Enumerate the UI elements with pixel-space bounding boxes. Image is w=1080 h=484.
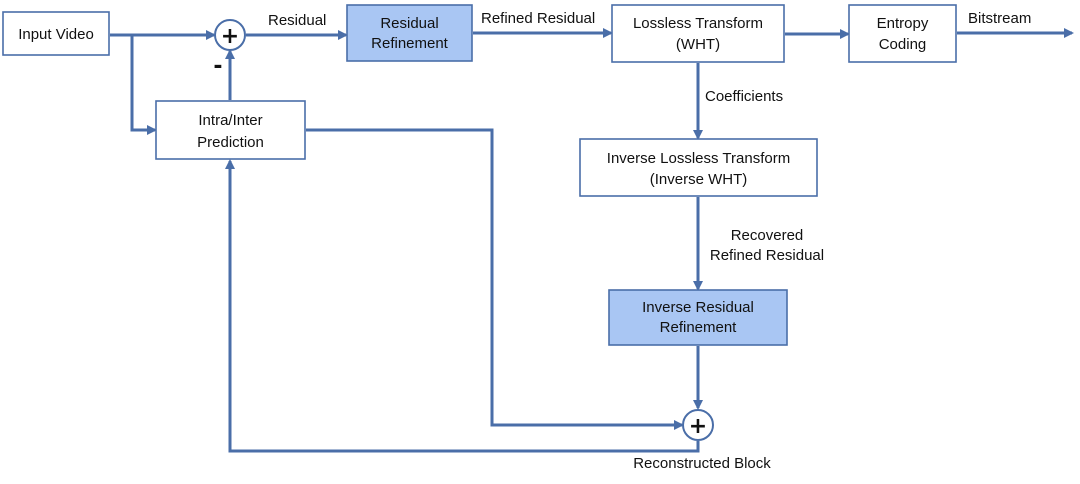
inverse-residual-refinement-block: Inverse Residual Refinement	[608, 289, 788, 346]
inverse-lossless-transform-label-line1: Inverse Lossless Transform	[607, 150, 790, 167]
reconstruction-sum-plus-sign: +	[689, 414, 707, 439]
entropy-coding-label-line1: Entropy	[877, 15, 929, 32]
residual-refinement-label-line2: Refinement	[371, 35, 449, 52]
lossless-transform-block: Lossless Transform (WHT)	[611, 4, 785, 63]
arrow-input-to-prediction	[130, 35, 157, 135]
arrow-prediction-to-reconstruction	[306, 128, 684, 430]
recovered-label-line2: Refined Residual	[710, 247, 824, 264]
prediction-label-line1: Intra/Inter	[198, 112, 262, 129]
inverse-lossless-transform-block: Inverse Lossless Transform (Inverse WHT)	[579, 138, 818, 197]
reconstruction-sum-node: +	[682, 409, 714, 441]
recovered-label-line1: Recovered	[731, 227, 804, 244]
residual-sum-plus-sign: +	[221, 24, 239, 49]
prediction-block: Intra/Inter Prediction	[155, 100, 306, 160]
arrow-reconstructed-feedback	[225, 159, 700, 453]
input-video-block: Input Video	[2, 11, 110, 56]
lossless-transform-label-line2: (WHT)	[676, 36, 720, 53]
lossless-transform-label-line1: Lossless Transform	[633, 15, 763, 32]
connections	[110, 28, 1074, 453]
coefficients-label: Coefficients	[705, 88, 783, 105]
refined-residual-label: Refined Residual	[481, 10, 595, 27]
reconstructed-block-label: Reconstructed Block	[633, 455, 771, 472]
input-video-label: Input Video	[18, 26, 94, 43]
inverse-residual-refinement-label-line2: Refinement	[660, 319, 738, 336]
entropy-coding-label-line2: Coding	[879, 36, 927, 53]
residual-refinement-block: Residual Refinement	[346, 4, 473, 62]
prediction-label-line2: Prediction	[197, 134, 264, 151]
inverse-lossless-transform-label-line2: (Inverse WHT)	[650, 171, 748, 188]
inverse-residual-refinement-label-line1: Inverse Residual	[642, 299, 754, 316]
entropy-coding-block: Entropy Coding	[848, 4, 957, 63]
residual-sum-node: +	[214, 19, 246, 51]
residual-label: Residual	[268, 12, 326, 29]
prediction-minus-sign: -	[213, 54, 222, 79]
bitstream-label: Bitstream	[968, 10, 1031, 27]
residual-refinement-label-line1: Residual	[380, 15, 438, 32]
